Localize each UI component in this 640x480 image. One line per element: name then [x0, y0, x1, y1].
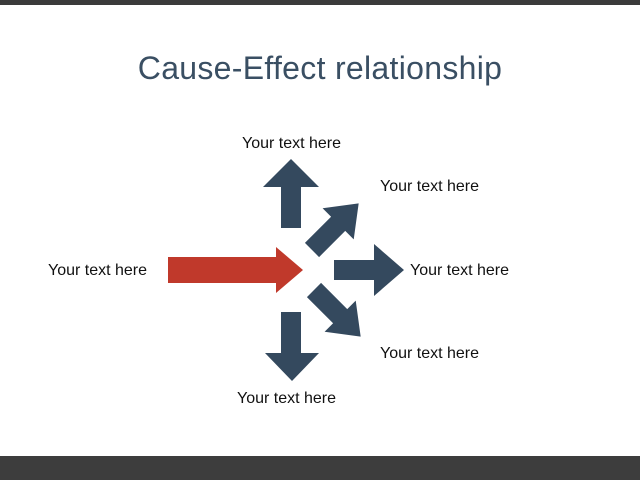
cause-label: Your text here [48, 262, 148, 279]
effect-arrow-down [265, 312, 319, 381]
effect-arrow-up [263, 159, 319, 228]
bottom-bar [0, 456, 640, 480]
effect-label-down-right: Your text here [380, 345, 480, 362]
effect-arrow-right [334, 244, 404, 296]
effect-arrow-up-right [304, 203, 359, 258]
effect-label-up-right: Your text here [380, 178, 480, 195]
effect-label-up: Your text here [242, 135, 342, 152]
slide-title: Cause-Effect relationship [137, 50, 503, 86]
effect-arrow-down-right [306, 282, 361, 337]
effect-label-right: Your text here [410, 262, 510, 279]
effect-label-down: Your text here [237, 390, 337, 407]
cause-arrow [168, 247, 303, 293]
top-bar [0, 0, 640, 5]
